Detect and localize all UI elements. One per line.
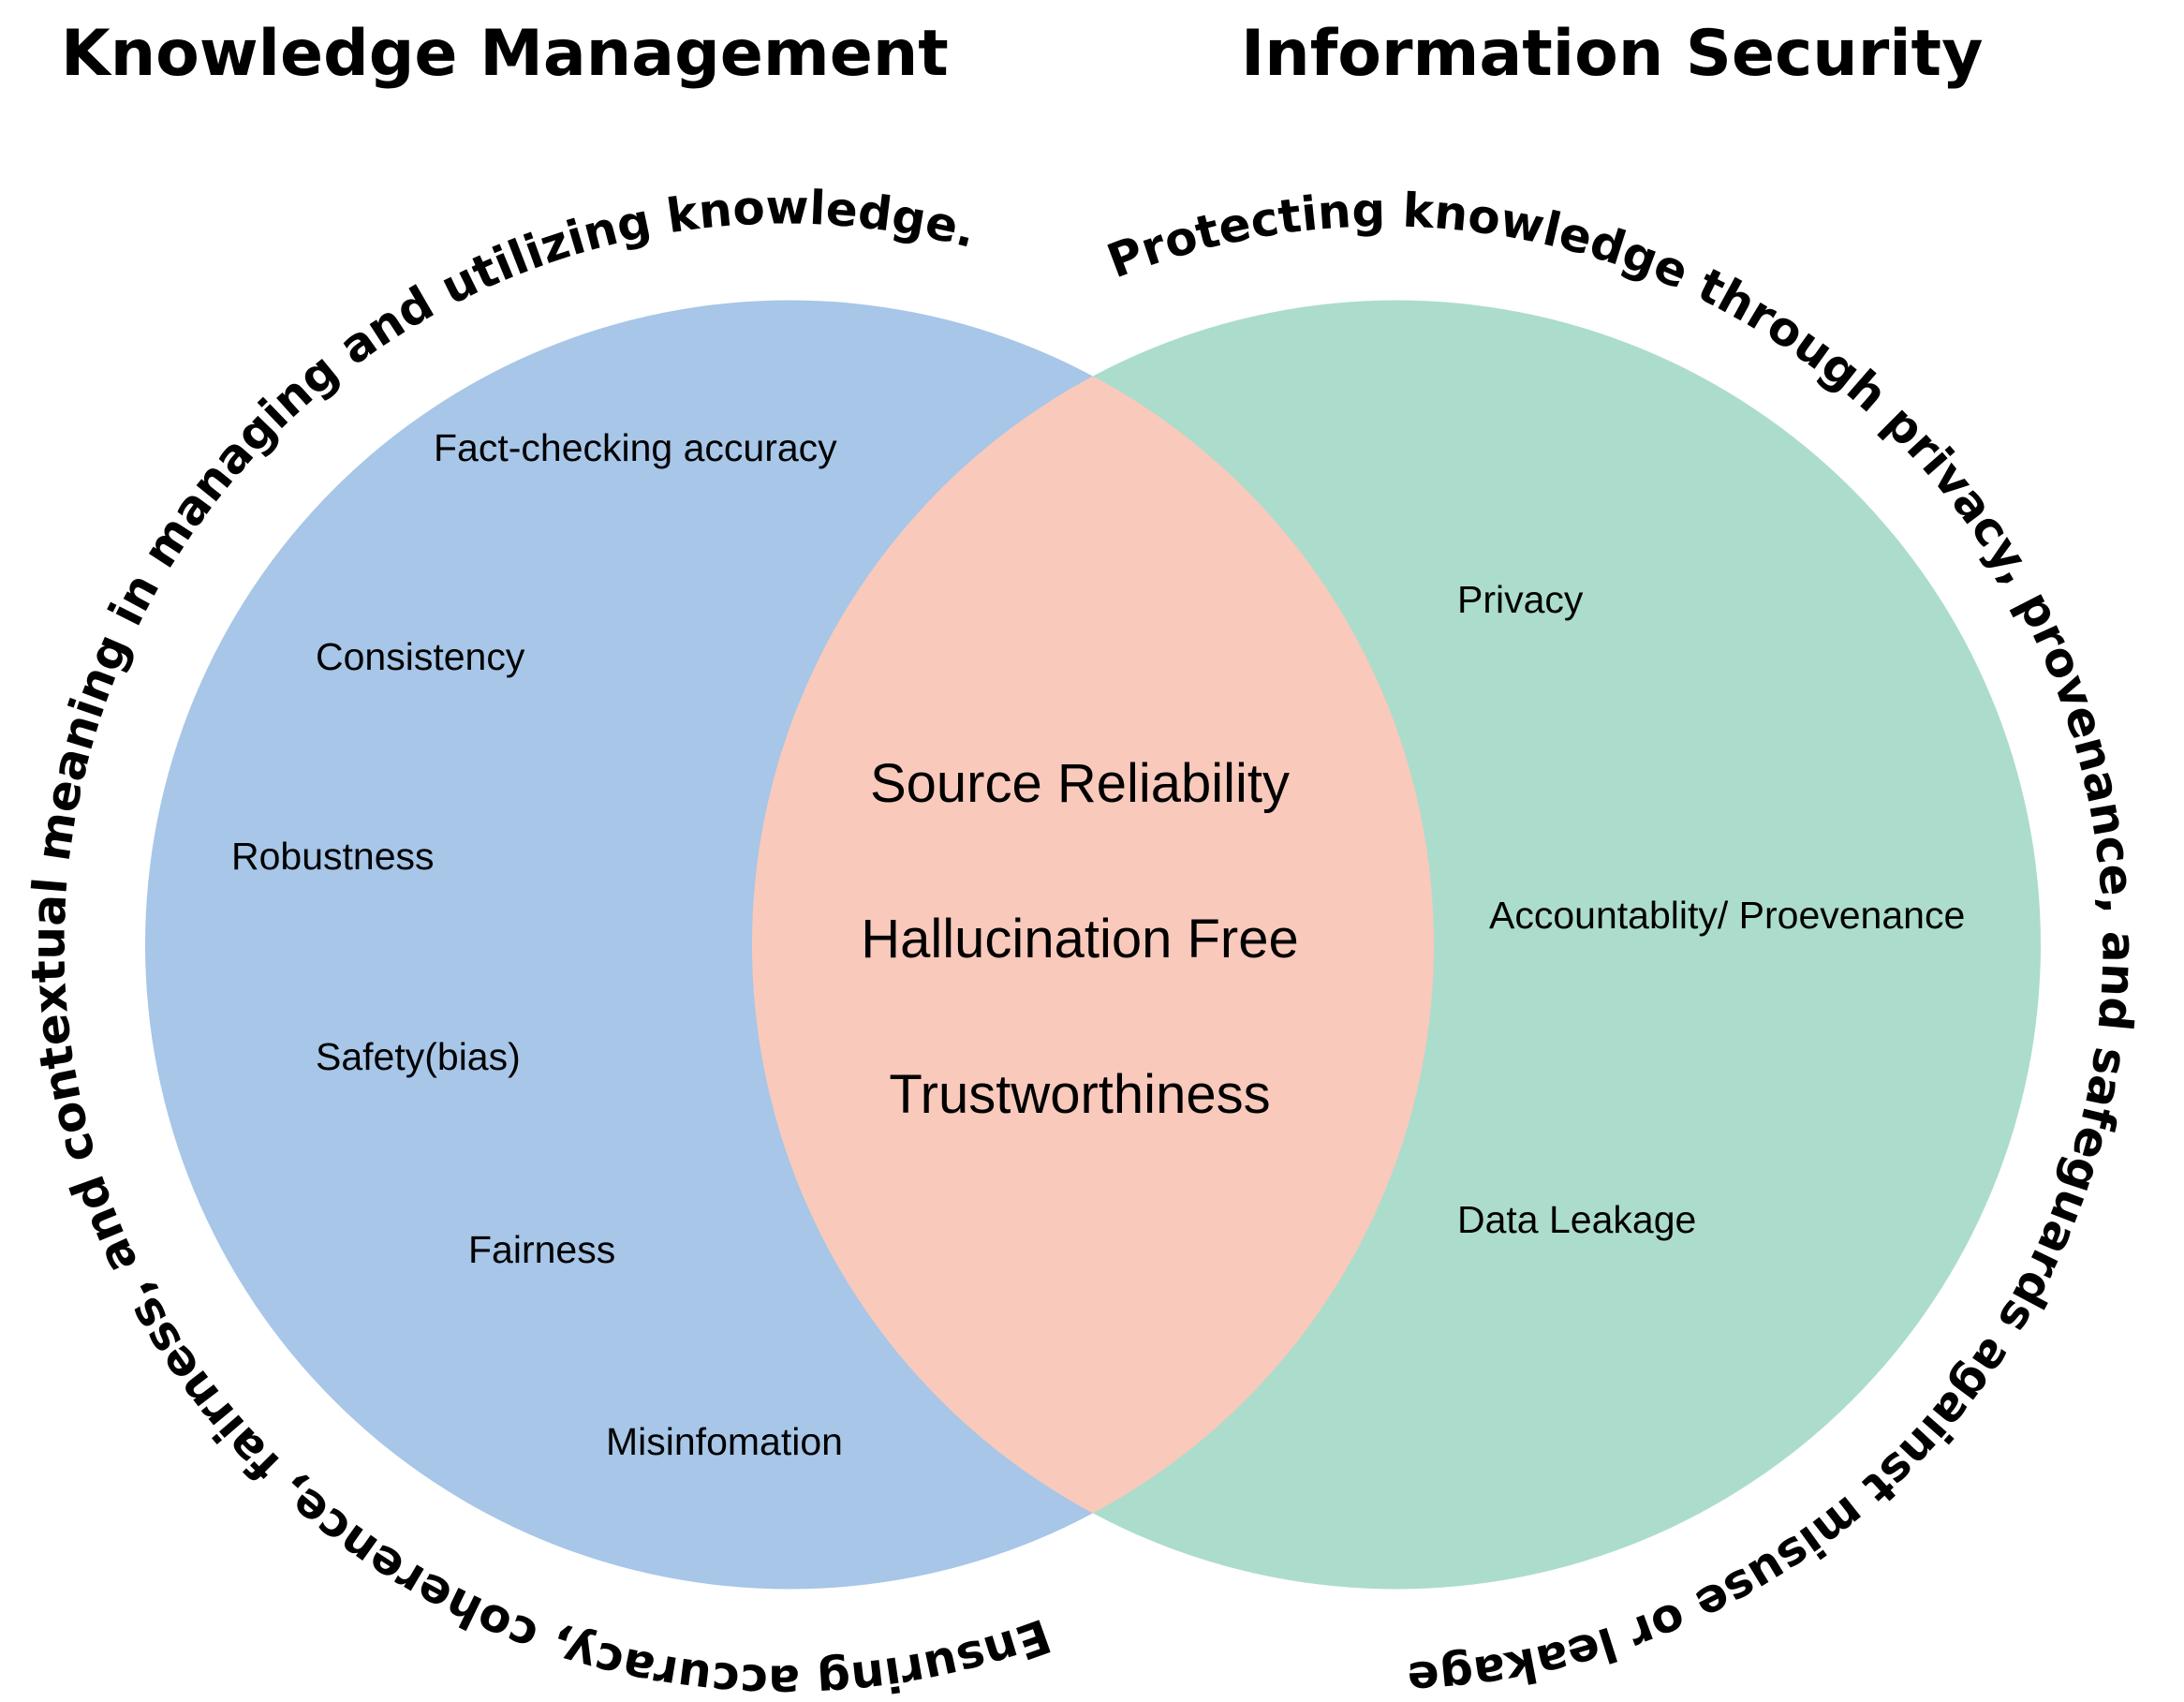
left-item: Robustness (231, 835, 435, 878)
center-item: Trustworthiness (889, 1064, 1270, 1125)
left-item: Fact-checking accuracy (434, 426, 837, 469)
left-item: Fairness (468, 1228, 615, 1271)
center-item: Source Reliability (870, 753, 1290, 814)
right-item: Privacy (1457, 578, 1584, 621)
left-title: Knowledge Management (61, 17, 949, 91)
left-item: Safety(bias) (316, 1035, 521, 1078)
right-item: Data Leakage (1457, 1198, 1696, 1241)
right-item: Accountablity/ Proevenance (1489, 894, 1965, 937)
center-item: Hallucination Free (861, 909, 1298, 969)
left-item: Misinfomation (606, 1420, 843, 1463)
left-item: Consistency (316, 635, 525, 678)
right-title: Information Security (1241, 17, 1983, 91)
overlap-region (752, 300, 1434, 1590)
